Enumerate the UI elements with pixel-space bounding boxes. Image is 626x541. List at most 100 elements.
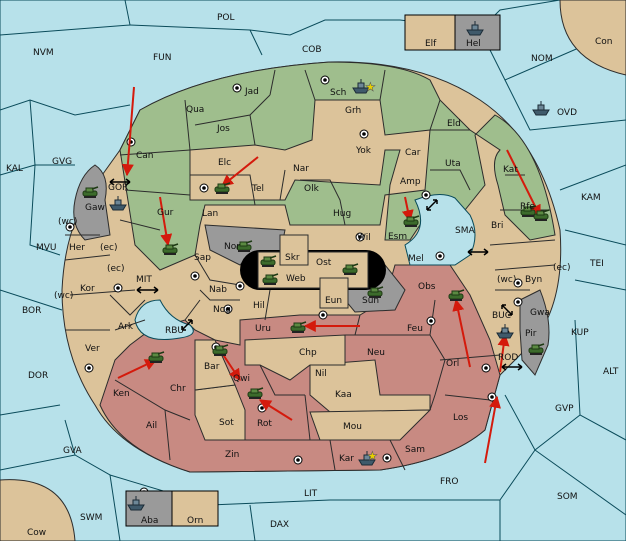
label-kam[interactable]: KAM bbox=[581, 193, 601, 203]
label-pol[interactable]: POL bbox=[217, 13, 235, 23]
ship-icon[interactable] bbox=[352, 79, 370, 94]
label-rbu[interactable]: RBU bbox=[165, 326, 184, 336]
label-nil[interactable]: Nil bbox=[315, 369, 327, 379]
tank-icon[interactable] bbox=[520, 205, 537, 217]
label-mit[interactable]: MIT bbox=[136, 275, 152, 285]
label-eun[interactable]: Eun bbox=[325, 296, 342, 306]
label-lit[interactable]: LIT bbox=[304, 489, 318, 499]
label-rfe[interactable]: Rfe bbox=[520, 202, 535, 212]
label-tei[interactable]: TEI bbox=[589, 259, 604, 269]
label-jad[interactable]: Jad bbox=[244, 87, 259, 97]
region-mou[interactable] bbox=[309, 409, 432, 441]
label-tel[interactable]: Tel bbox=[251, 184, 264, 194]
label-elc[interactable]: Elc bbox=[218, 158, 231, 168]
label-alt[interactable]: ALT bbox=[603, 367, 619, 377]
label-wc-her[interactable]: (wc) bbox=[58, 217, 77, 227]
label-obs[interactable]: Obs bbox=[418, 282, 436, 292]
label-skr[interactable]: Skr bbox=[285, 253, 300, 263]
label-sun[interactable]: Sun bbox=[362, 296, 379, 306]
label-lan[interactable]: Lan bbox=[202, 209, 218, 219]
label-qua[interactable]: Qua bbox=[186, 105, 204, 115]
tank-icon[interactable] bbox=[236, 240, 253, 252]
label-elf[interactable]: Elf bbox=[425, 39, 437, 49]
label-can[interactable]: Can bbox=[136, 151, 154, 161]
label-bar[interactable]: Bar bbox=[204, 362, 220, 372]
label-esm[interactable]: Esm bbox=[388, 232, 407, 242]
label-neu[interactable]: Neu bbox=[367, 348, 385, 358]
tank-icon[interactable] bbox=[403, 215, 420, 227]
label-nab[interactable]: Nab bbox=[209, 285, 227, 295]
label-jos[interactable]: Jos bbox=[216, 124, 230, 134]
label-ovd[interactable]: OVD bbox=[557, 108, 577, 118]
label-nar[interactable]: Nar bbox=[293, 164, 309, 174]
label-kup[interactable]: KUP bbox=[571, 328, 589, 338]
label-sam[interactable]: Sam bbox=[405, 445, 425, 455]
label-sch[interactable]: Sch bbox=[330, 88, 346, 98]
label-aba[interactable]: Aba bbox=[141, 516, 158, 526]
label-kar[interactable]: Kar bbox=[339, 454, 354, 464]
tank-icon[interactable] bbox=[82, 186, 99, 198]
label-kat[interactable]: Kat bbox=[503, 165, 518, 175]
label-pir[interactable]: Pir bbox=[525, 329, 537, 339]
label-hel[interactable]: Hel bbox=[466, 39, 481, 49]
tank-icon[interactable] bbox=[260, 255, 277, 267]
label-ost[interactable]: Ost bbox=[316, 258, 332, 268]
label-gaw[interactable]: Gaw bbox=[85, 203, 105, 213]
label-nor[interactable]: Nor bbox=[224, 242, 240, 252]
ship-icon[interactable] bbox=[358, 451, 376, 466]
label-yok[interactable]: Yok bbox=[355, 146, 372, 156]
label-gur[interactable]: Gur bbox=[157, 208, 174, 218]
label-sot[interactable]: Sot bbox=[219, 418, 234, 428]
label-car[interactable]: Car bbox=[405, 148, 421, 158]
tank-icon[interactable] bbox=[448, 289, 465, 301]
ship-icon[interactable] bbox=[127, 496, 145, 511]
label-qwi[interactable]: Qwi bbox=[233, 374, 250, 384]
label-uru[interactable]: Uru bbox=[255, 324, 271, 334]
label-kor[interactable]: Kor bbox=[80, 284, 95, 294]
label-kal[interactable]: KAL bbox=[6, 164, 23, 174]
label-zin[interactable]: Zin bbox=[225, 450, 239, 460]
label-som[interactable]: SOM bbox=[557, 492, 578, 502]
label-kaa[interactable]: Kaa bbox=[335, 390, 352, 400]
label-nog[interactable]: Nog bbox=[213, 305, 231, 315]
label-chp[interactable]: Chp bbox=[299, 348, 317, 358]
label-wc-kor[interactable]: (wc) bbox=[54, 291, 73, 301]
region-bar[interactable] bbox=[194, 339, 236, 391]
tank-icon[interactable] bbox=[212, 344, 229, 356]
label-orn[interactable]: Orn bbox=[187, 516, 203, 526]
label-ec-kor[interactable]: (ec) bbox=[107, 264, 125, 274]
label-mel[interactable]: Mel bbox=[408, 254, 424, 264]
tank-icon[interactable] bbox=[148, 351, 165, 363]
tank-icon[interactable] bbox=[214, 182, 231, 194]
label-dor[interactable]: DOR bbox=[28, 371, 48, 381]
label-cob[interactable]: COB bbox=[302, 45, 322, 55]
label-dax[interactable]: DAX bbox=[270, 520, 289, 530]
label-gvp[interactable]: GVP bbox=[555, 404, 574, 414]
tank-icon[interactable] bbox=[528, 343, 545, 355]
label-ver[interactable]: Ver bbox=[85, 344, 100, 354]
ship-icon[interactable] bbox=[532, 101, 550, 116]
region-eun[interactable] bbox=[319, 277, 349, 309]
label-eld[interactable]: Eld bbox=[447, 119, 461, 129]
tank-icon[interactable] bbox=[342, 263, 359, 275]
label-mou[interactable]: Mou bbox=[343, 422, 362, 432]
label-gor[interactable]: GOR bbox=[108, 183, 128, 193]
label-cow[interactable]: Cow bbox=[27, 528, 46, 538]
label-web[interactable]: Web bbox=[286, 274, 306, 284]
label-gva[interactable]: GVA bbox=[63, 446, 83, 456]
ship-icon[interactable] bbox=[496, 324, 514, 339]
tank-icon[interactable] bbox=[290, 321, 307, 333]
label-nvm[interactable]: NVM bbox=[33, 48, 54, 58]
label-fro[interactable]: FRO bbox=[440, 477, 459, 487]
label-bor[interactable]: BOR bbox=[22, 306, 41, 316]
label-buc[interactable]: BUC bbox=[492, 311, 511, 321]
label-fun[interactable]: FUN bbox=[153, 53, 172, 63]
label-gwa[interactable]: Gwa bbox=[530, 308, 550, 318]
label-rot[interactable]: Rot bbox=[257, 419, 272, 429]
tank-icon[interactable] bbox=[262, 273, 279, 285]
label-olk[interactable]: Olk bbox=[304, 184, 320, 194]
label-gvg[interactable]: GVG bbox=[52, 157, 72, 167]
label-nom[interactable]: NOM bbox=[531, 54, 553, 64]
region-sot[interactable] bbox=[194, 384, 246, 441]
label-bri[interactable]: Bri bbox=[491, 221, 503, 231]
